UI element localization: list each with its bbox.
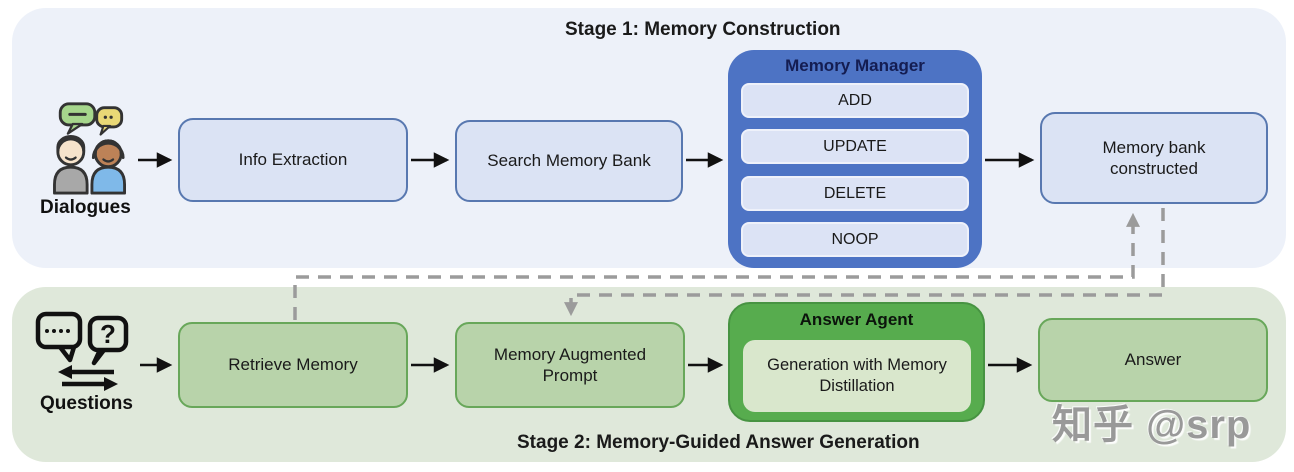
memory-op-add: ADD — [741, 83, 969, 118]
memory-bank-constructed-label: Memory bank constructed — [1102, 137, 1206, 178]
memory-op-delete: DELETE — [741, 176, 969, 211]
search-memory-bank-label: Search Memory Bank — [487, 151, 651, 171]
memory-op-noop: NOOP — [741, 222, 969, 257]
svg-text:?: ? — [100, 319, 116, 349]
answer-agent-box: Answer Agent Generation with Memory Dist… — [728, 302, 985, 422]
questions-label: Questions — [40, 393, 133, 414]
memory-augmented-prompt-label: Memory Augmented Prompt — [493, 344, 647, 385]
retrieve-memory-label: Retrieve Memory — [228, 355, 358, 375]
dialogues-people-icon — [53, 102, 126, 195]
dialogues-label: Dialogues — [40, 197, 131, 218]
stage2-title: Stage 2: Memory-Guided Answer Generation — [517, 432, 920, 453]
watermark-text: 知乎 @srp — [1052, 403, 1252, 447]
questions-bubbles-icon: ? — [35, 311, 129, 391]
memory-manager-box: Memory Manager ADD UPDATE DELETE NOOP — [728, 50, 982, 268]
retrieve-memory-box: Retrieve Memory — [178, 322, 408, 408]
stage1-title: Stage 1: Memory Construction — [565, 19, 841, 40]
info-extraction-label: Info Extraction — [238, 150, 348, 170]
search-memory-bank-box: Search Memory Bank — [455, 120, 683, 202]
answer-box: Answer — [1038, 318, 1268, 402]
memory-bank-constructed-box: Memory bank constructed — [1040, 112, 1268, 204]
memory-manager-title: Memory Manager — [785, 56, 925, 75]
answer-label: Answer — [1124, 350, 1182, 370]
memory-augmented-prompt-box: Memory Augmented Prompt — [455, 322, 685, 408]
answer-agent-title: Answer Agent — [799, 310, 914, 329]
info-extraction-box: Info Extraction — [178, 118, 408, 202]
generation-with-memory-distillation-box: Generation with Memory Distillation — [743, 340, 971, 412]
memory-op-update: UPDATE — [741, 129, 969, 164]
